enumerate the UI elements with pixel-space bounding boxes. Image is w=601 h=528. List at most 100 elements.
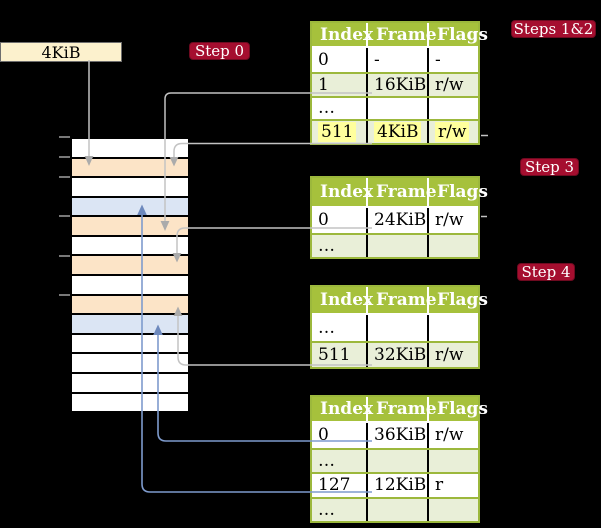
page-table-step-4: Index Frame Flags … 511 32KiB r/w <box>310 285 488 369</box>
cell-index: … <box>312 97 368 120</box>
table-row: … <box>312 496 478 522</box>
address-tick-24kib <box>59 255 70 257</box>
cell-frame: - <box>368 48 429 72</box>
column-header-frame: Frame <box>368 397 437 421</box>
table-row-highlighted: 511 4KiB r/w <box>312 119 478 143</box>
highlighted-value: 4KiB <box>374 122 422 143</box>
memory-cell <box>72 195 188 216</box>
memory-cell <box>72 176 188 196</box>
page-table-step-3: Index Frame Flags 0 24KiB r/w … <box>310 176 488 259</box>
badge-step-0: Step 0 <box>189 42 250 60</box>
cell-index: … <box>312 234 368 257</box>
cell-frame <box>368 498 429 521</box>
cell-frame <box>368 449 429 472</box>
memory-cell <box>72 313 188 333</box>
badge-step-4: Step 4 <box>517 263 575 281</box>
cell-flags: r <box>435 475 444 496</box>
frame-size-label-box: 4KiB <box>0 42 122 62</box>
highlighted-value: 511 <box>318 122 357 143</box>
cell-frame: 12KiB <box>368 474 429 497</box>
badge-step-0-label: Step 0 <box>194 42 245 60</box>
page-table-final-level: Index Frame Flags 0 36KiB r/w … 127 12Ki… <box>310 395 488 523</box>
memory-cell <box>72 156 188 177</box>
column-header-frame: Frame <box>368 23 437 46</box>
memory-cell <box>72 234 188 255</box>
memory-cell <box>72 352 188 372</box>
badge-step-3: Step 3 <box>520 158 579 176</box>
cell-flags <box>429 499 478 522</box>
badge-steps-1-2: Steps 1&2 <box>511 20 596 38</box>
cell-index: 0 <box>312 48 368 72</box>
cell-frame: 16KiB <box>368 73 429 96</box>
cell-flags <box>429 235 478 258</box>
memory-cell <box>72 371 188 392</box>
column-header-index: Index <box>312 397 373 421</box>
cell-flags: r/w <box>435 74 464 95</box>
address-tick-8kib <box>59 176 70 178</box>
table-row: … <box>312 232 478 258</box>
address-tick-0kib <box>59 136 70 138</box>
column-header-flags: Flags <box>437 290 488 310</box>
highlighted-value: r/w <box>435 122 470 143</box>
column-header-flags: Flags <box>437 399 488 419</box>
connector-entry511-to-4kib-frame <box>173 142 372 157</box>
cell-flags: - <box>435 49 441 70</box>
cell-flags <box>429 315 478 341</box>
table-row: … <box>312 315 478 341</box>
badge-steps-1-2-label: Steps 1&2 <box>513 20 594 38</box>
cell-frame: 32KiB <box>368 343 429 367</box>
table-header-row: Index Frame Flags <box>312 287 488 315</box>
column-header-index: Index <box>312 287 373 313</box>
table-row: 511 32KiB r/w <box>312 341 478 367</box>
memory-cell <box>72 274 188 294</box>
cell-index: 511 <box>312 343 368 367</box>
physical-memory-stack <box>70 137 190 413</box>
table-row: … <box>312 447 478 473</box>
cell-index: … <box>312 315 368 341</box>
cell-flags: r/w <box>435 425 464 446</box>
table-header-row: Index Frame Flags <box>312 178 488 208</box>
cell-frame <box>368 234 429 257</box>
cell-flags <box>429 98 478 120</box>
cell-flags: r/w <box>435 345 464 365</box>
table-row: 1 16KiB r/w <box>312 71 478 96</box>
table-row: 0 36KiB r/w <box>312 423 478 448</box>
address-tick-32kib <box>59 294 70 296</box>
address-tick-4kib <box>59 156 70 158</box>
cell-index: 0 <box>312 423 368 448</box>
page-table-steps-1-2: Index Frame Flags 0 - - 1 16KiB r/w … 51… <box>310 21 488 145</box>
cell-frame: 36KiB <box>368 423 429 448</box>
cell-frame: 4KiB <box>368 121 429 143</box>
cell-frame <box>368 97 429 120</box>
memory-cell <box>72 332 188 353</box>
column-header-flags: Flags <box>437 182 488 202</box>
column-header-index: Index <box>312 23 373 46</box>
cell-flags: r/w <box>435 210 464 231</box>
memory-cell <box>72 391 188 412</box>
table-row: … <box>312 95 478 120</box>
address-tick-16kib <box>59 215 70 217</box>
frame-size-label: 4KiB <box>41 42 81 62</box>
memory-cell <box>72 139 188 157</box>
cell-index: 0 <box>312 208 368 233</box>
column-header-frame: Frame <box>368 178 437 206</box>
cell-index: 127 <box>312 474 368 497</box>
memory-cell <box>72 215 188 235</box>
cell-index: … <box>312 449 368 472</box>
column-header-index: Index <box>312 178 373 206</box>
badge-step-3-label: Step 3 <box>524 158 575 176</box>
column-header-flags: Flags <box>437 24 488 45</box>
table-header-row: Index Frame Flags <box>312 23 488 48</box>
cell-index: 511 <box>312 121 368 143</box>
column-header-frame: Frame <box>368 287 437 313</box>
cell-index: … <box>312 498 368 521</box>
table-row: 0 - - <box>312 48 478 72</box>
cell-frame <box>368 315 429 341</box>
table-row: 127 12KiB r <box>312 472 478 497</box>
table-row: 0 24KiB r/w <box>312 208 478 233</box>
cell-frame: 24KiB <box>368 208 429 233</box>
memory-cell <box>72 254 188 275</box>
cell-flags: r/w <box>429 121 478 143</box>
cell-flags <box>429 450 478 473</box>
